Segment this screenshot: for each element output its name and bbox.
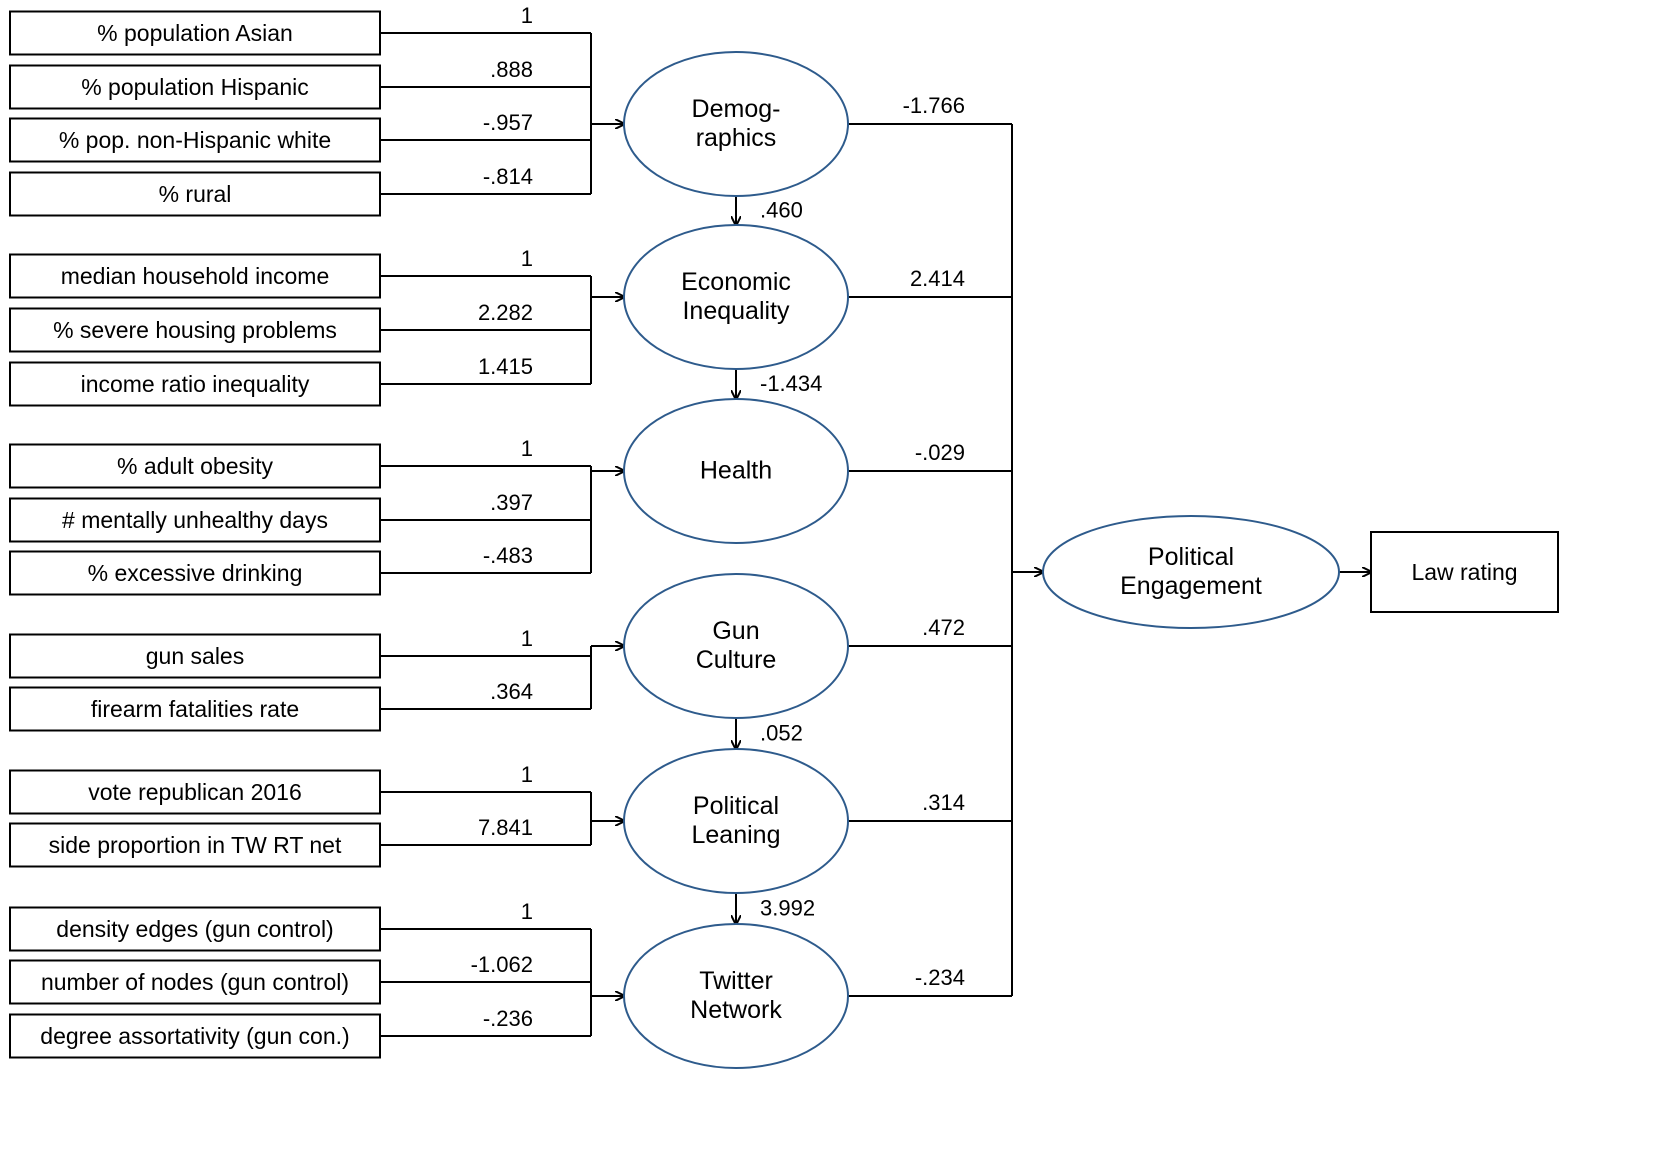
loading-label: -.236 bbox=[483, 1006, 533, 1031]
latent-construct-label: Economic bbox=[681, 268, 791, 296]
indicator-box bbox=[9, 171, 381, 217]
latent-construct-ellipse bbox=[623, 398, 849, 544]
loading-label: 1 bbox=[521, 436, 533, 461]
indicator-box bbox=[9, 769, 381, 815]
indicator-box bbox=[9, 550, 381, 596]
indicator-label: % population Asian bbox=[97, 20, 293, 46]
loading-label: -.814 bbox=[483, 164, 533, 189]
latent-construct-ellipse bbox=[623, 573, 849, 719]
loading-label: .397 bbox=[490, 490, 533, 515]
loading-label: 1 bbox=[521, 3, 533, 28]
indicator-label: density edges (gun control) bbox=[56, 916, 333, 942]
indicator-box bbox=[9, 10, 381, 56]
indicator-label: % population Hispanic bbox=[81, 74, 309, 100]
indicator-label: % severe housing problems bbox=[53, 317, 337, 343]
loading-label: .364 bbox=[490, 679, 533, 704]
latent-construct-label: Leaning bbox=[692, 821, 781, 849]
law-rating-label: Law rating bbox=[1411, 559, 1517, 585]
loading-label: 1 bbox=[521, 899, 533, 924]
latent-construct-label: Demog- bbox=[692, 95, 781, 123]
construct-link-coefficient: .460 bbox=[760, 197, 803, 222]
indicator-box bbox=[9, 64, 381, 110]
indicator-box bbox=[9, 361, 381, 407]
construct-link-coefficient: .052 bbox=[760, 720, 803, 745]
loading-label: 2.282 bbox=[478, 300, 533, 325]
latent-construct-label: raphics bbox=[696, 124, 777, 152]
indicator-label: % adult obesity bbox=[117, 453, 273, 479]
path-coefficient: -.234 bbox=[915, 965, 965, 990]
latent-construct-label: Culture bbox=[696, 646, 777, 674]
indicator-box bbox=[9, 1013, 381, 1059]
indicator-box bbox=[9, 633, 381, 679]
latent-construct-ellipse bbox=[623, 923, 849, 1069]
indicator-box bbox=[9, 686, 381, 732]
construct-link-coefficient: 3.992 bbox=[760, 895, 815, 920]
loading-label: 1 bbox=[521, 626, 533, 651]
loading-label: -.957 bbox=[483, 110, 533, 135]
political-engagement-label: Engagement bbox=[1120, 572, 1262, 600]
indicator-label: median household income bbox=[61, 263, 330, 289]
indicator-label: gun sales bbox=[146, 643, 244, 669]
path-coefficient: 2.414 bbox=[910, 266, 965, 291]
loading-label: .888 bbox=[490, 57, 533, 82]
loading-label: 1 bbox=[521, 762, 533, 787]
path-coefficient: .314 bbox=[922, 790, 965, 815]
path-coefficient: -.029 bbox=[915, 440, 965, 465]
latent-construct-label: Network bbox=[690, 996, 782, 1024]
path-coefficient: .472 bbox=[922, 615, 965, 640]
construct-link-coefficient: -1.434 bbox=[760, 371, 822, 396]
loading-label: 1.415 bbox=[478, 354, 533, 379]
indicator-label: degree assortativity (gun con.) bbox=[40, 1023, 349, 1049]
indicator-label: % rural bbox=[159, 181, 232, 207]
path-coefficient: -1.766 bbox=[903, 93, 965, 118]
latent-construct-label: Health bbox=[700, 457, 772, 485]
latent-construct-label: Political bbox=[693, 792, 779, 820]
latent-construct-ellipse bbox=[623, 224, 849, 370]
indicator-label: % excessive drinking bbox=[88, 560, 303, 586]
indicator-label: side proportion in TW RT net bbox=[49, 832, 342, 858]
latent-construct-label: Inequality bbox=[682, 297, 790, 325]
political-engagement-ellipse bbox=[1042, 515, 1340, 629]
indicator-box bbox=[9, 497, 381, 543]
latent-construct-label: Twitter bbox=[699, 967, 773, 995]
indicator-box bbox=[9, 959, 381, 1005]
indicator-label: # mentally unhealthy days bbox=[62, 507, 328, 533]
political-engagement-label: Political bbox=[1148, 543, 1234, 571]
indicator-box bbox=[9, 253, 381, 299]
indicator-label: firearm fatalities rate bbox=[91, 696, 299, 722]
loading-label: 1 bbox=[521, 246, 533, 271]
loading-label: -1.062 bbox=[471, 952, 533, 977]
indicator-box bbox=[9, 822, 381, 868]
indicator-box bbox=[9, 906, 381, 952]
loading-label: 7.841 bbox=[478, 815, 533, 840]
law-rating-box bbox=[1370, 531, 1559, 613]
latent-construct-label: Gun bbox=[712, 617, 759, 645]
latent-construct-ellipse bbox=[623, 51, 849, 197]
indicator-label: vote republican 2016 bbox=[88, 779, 302, 805]
indicator-label: % pop. non-Hispanic white bbox=[59, 127, 331, 153]
loading-label: -.483 bbox=[483, 543, 533, 568]
indicator-box bbox=[9, 443, 381, 489]
indicator-box bbox=[9, 307, 381, 353]
indicator-label: number of nodes (gun control) bbox=[41, 969, 349, 995]
indicator-box bbox=[9, 117, 381, 163]
indicator-label: income ratio inequality bbox=[81, 371, 310, 397]
latent-construct-ellipse bbox=[623, 748, 849, 894]
